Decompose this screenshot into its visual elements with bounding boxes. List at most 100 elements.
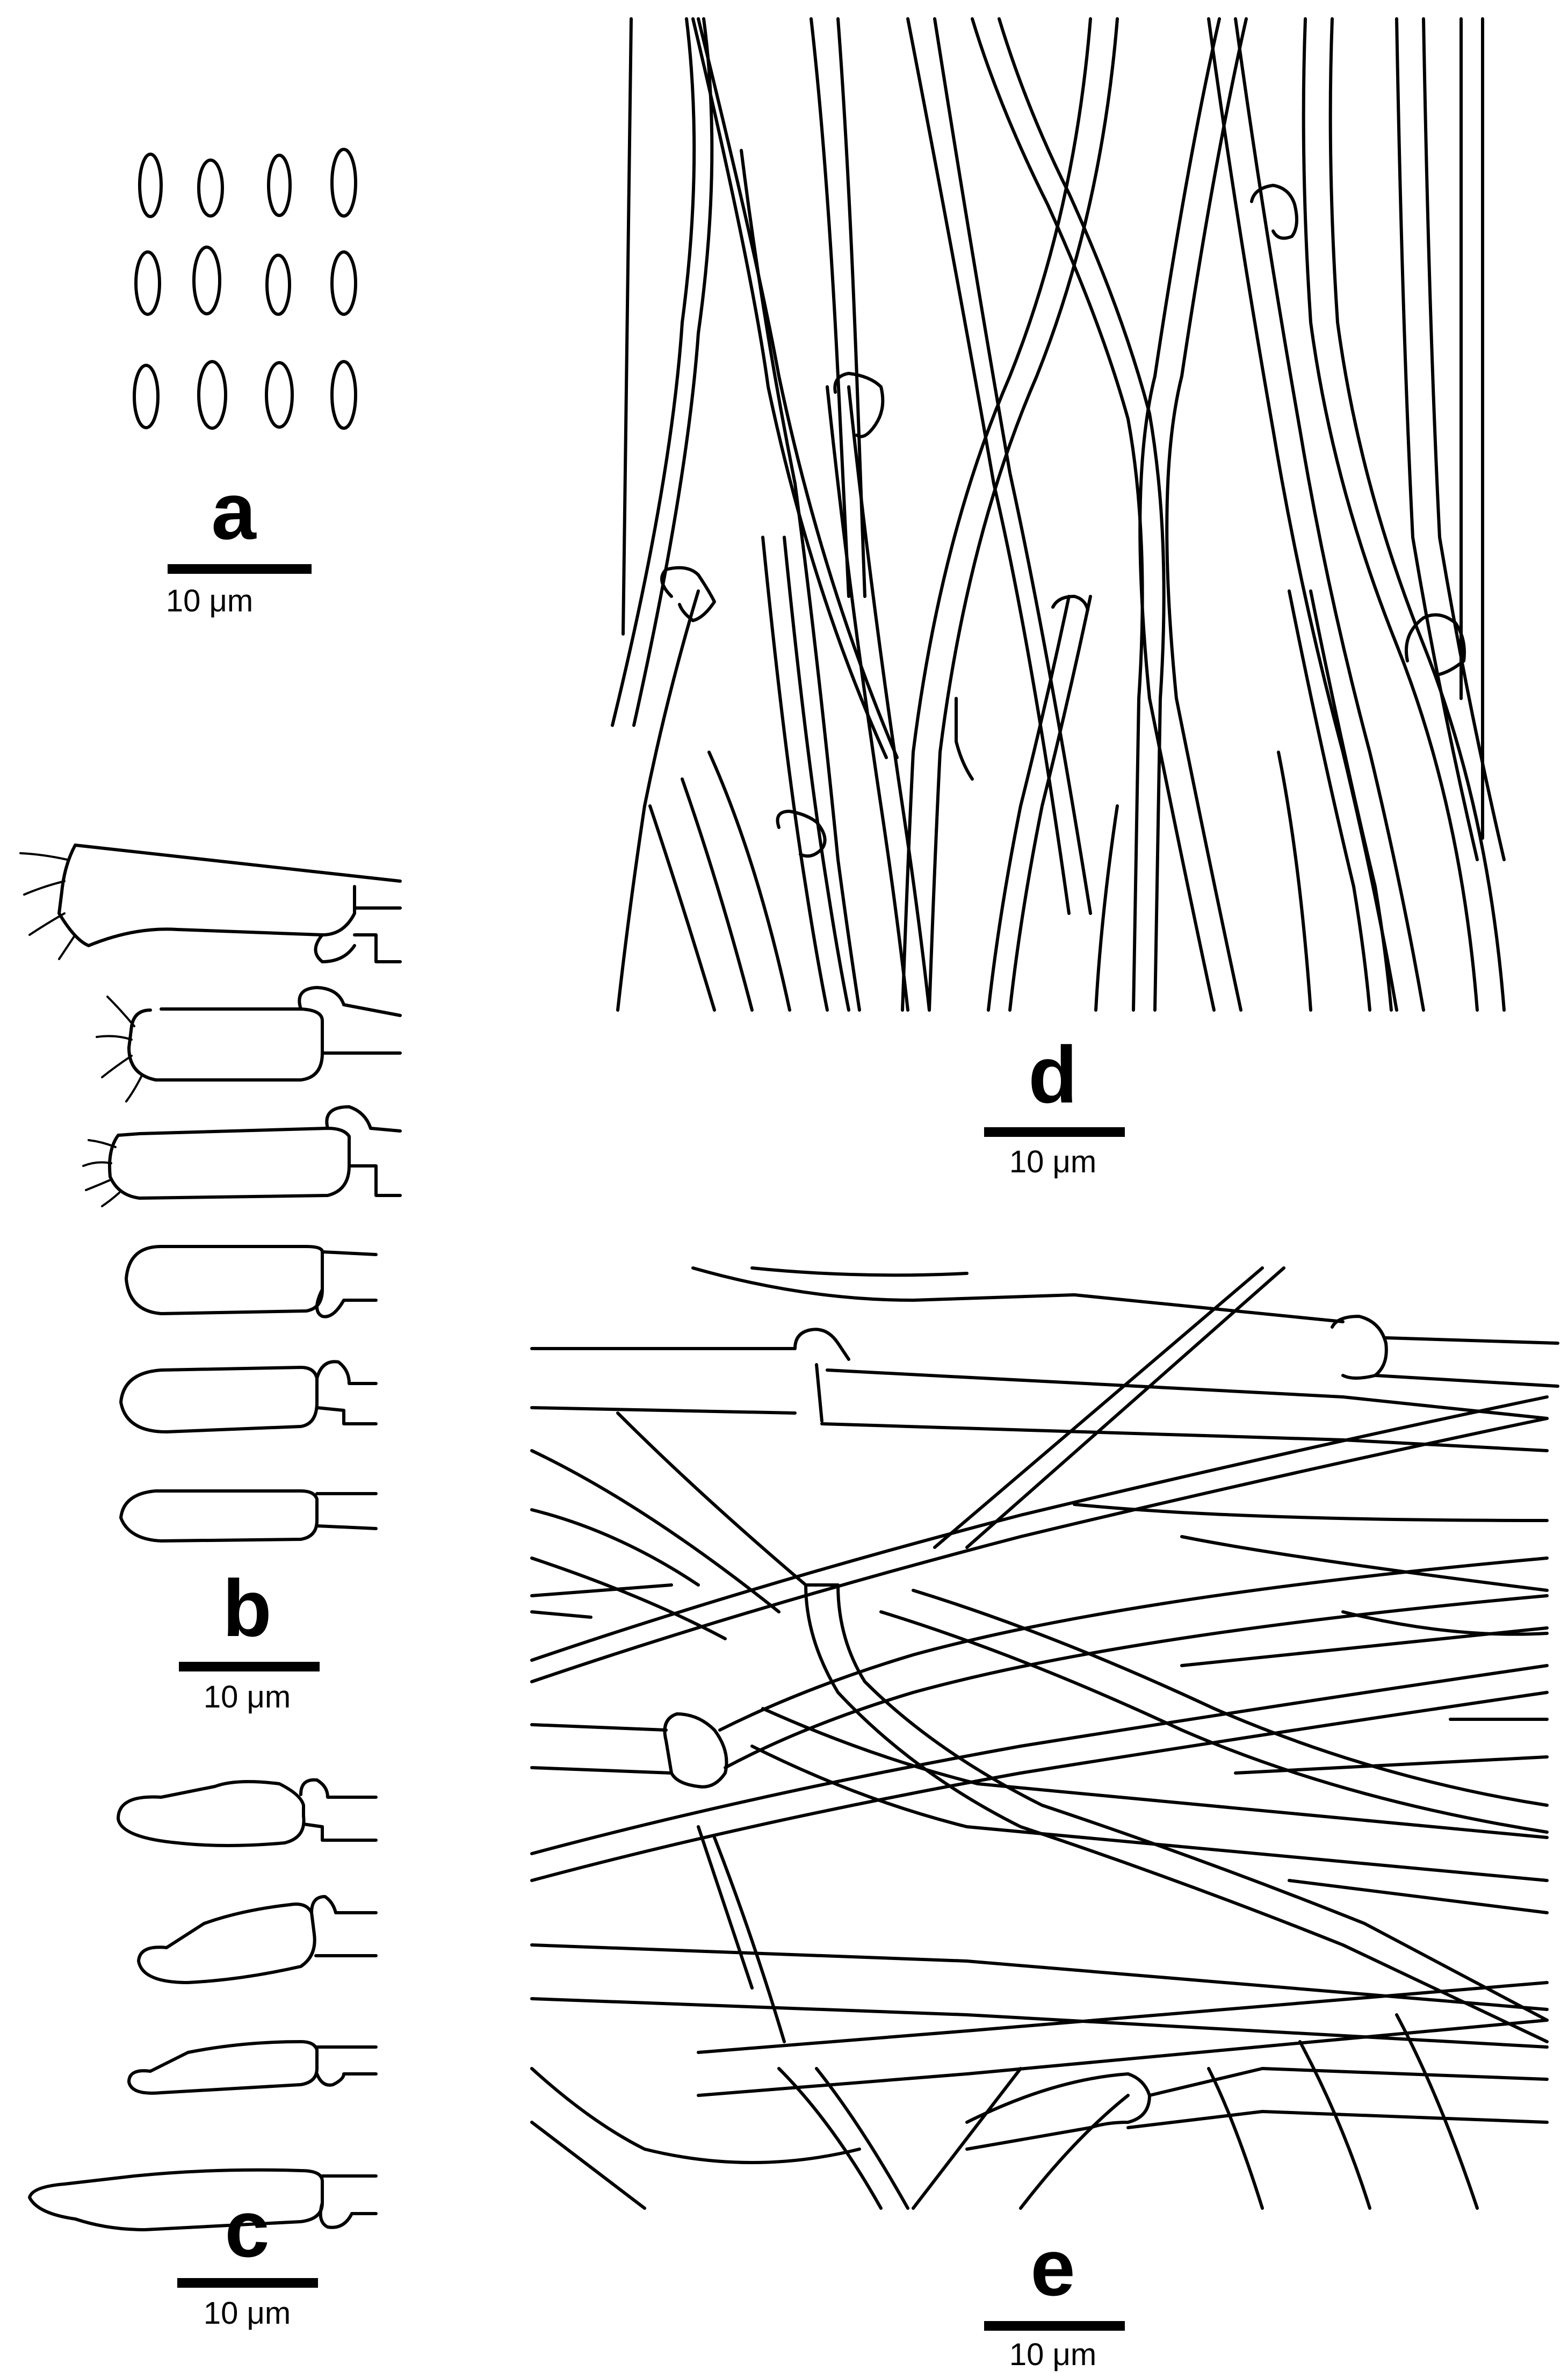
hypha bbox=[1165, 17, 1248, 1012]
hypha bbox=[1384, 1336, 1559, 1345]
hypha bbox=[1207, 17, 1398, 1012]
basidiole bbox=[125, 1245, 324, 1315]
spore bbox=[192, 246, 221, 315]
panel-label-b: b bbox=[222, 1563, 272, 1653]
panel-b-basidia: b 10 μm bbox=[19, 844, 402, 1714]
hypha bbox=[1341, 1610, 1549, 1636]
clamp-connection bbox=[660, 566, 716, 622]
cystidiole bbox=[28, 2168, 324, 2231]
hypha bbox=[530, 1766, 673, 1775]
hypha bbox=[750, 1266, 969, 1277]
hypha bbox=[761, 1707, 1549, 1839]
scale-label-e: 10 μm bbox=[1009, 2337, 1096, 2372]
hypha bbox=[815, 2067, 909, 2210]
clamp-connection bbox=[776, 810, 827, 858]
hypha bbox=[1309, 589, 1393, 1012]
hypha bbox=[750, 1745, 1549, 1882]
hypha bbox=[1234, 17, 1425, 1012]
hypha bbox=[1298, 2040, 1371, 2210]
spore bbox=[330, 360, 357, 430]
spore bbox=[267, 154, 292, 217]
hypha bbox=[530, 1997, 1549, 2049]
hypha bbox=[530, 1328, 850, 1361]
basidiole bbox=[119, 1366, 319, 1433]
panel-d-subicular-hyphae: d 10 μm bbox=[611, 17, 1506, 1179]
hypha bbox=[530, 1406, 797, 1415]
hypha bbox=[777, 2067, 883, 2210]
cystidiole bbox=[127, 2040, 319, 2095]
spore bbox=[265, 361, 294, 429]
spore bbox=[134, 250, 161, 316]
hypha bbox=[1019, 2094, 1130, 2210]
scale-label-d: 10 μm bbox=[1009, 1144, 1096, 1179]
hypha bbox=[530, 1691, 1549, 1882]
hypha bbox=[1288, 589, 1371, 1012]
cystidiole bbox=[117, 1780, 306, 1847]
basidium bbox=[127, 1007, 324, 1082]
scale-bar-c bbox=[177, 2278, 318, 2288]
hypha bbox=[1148, 2067, 1549, 2097]
spore bbox=[197, 158, 224, 218]
hypha bbox=[697, 2019, 1549, 2097]
sterigma bbox=[96, 996, 143, 1102]
hypha bbox=[530, 1508, 700, 1587]
hypha bbox=[530, 1583, 673, 1597]
hypha bbox=[648, 804, 716, 1012]
scale-label-c: 10 μm bbox=[204, 2296, 291, 2331]
scale-bar-a bbox=[168, 564, 312, 574]
hypha bbox=[697, 1825, 754, 1990]
scale-label-b: 10 μm bbox=[204, 1680, 291, 1714]
clamp-connection bbox=[1051, 595, 1089, 611]
hypha bbox=[1094, 804, 1119, 1012]
hypha bbox=[1008, 595, 1092, 1012]
hypha bbox=[530, 1395, 1549, 1662]
hypha bbox=[1328, 17, 1506, 1012]
cystidiole bbox=[137, 1903, 316, 1984]
panel-e-subicular-hyphae: e 10 μm bbox=[530, 1266, 1559, 2372]
panel-label-c: c bbox=[225, 2184, 269, 2274]
branch bbox=[955, 697, 974, 781]
panel-label-e: e bbox=[1030, 2222, 1075, 2312]
basidiole bbox=[119, 1489, 319, 1543]
scale-bar-d bbox=[984, 1127, 1125, 1137]
scale-label-a: 10 μm bbox=[166, 583, 253, 618]
hypha bbox=[691, 1266, 1345, 1323]
spore bbox=[265, 254, 291, 316]
hypha bbox=[530, 2067, 861, 2164]
hypha bbox=[530, 1723, 668, 1732]
hypha bbox=[530, 1943, 1549, 2011]
hypha bbox=[691, 17, 888, 759]
spore bbox=[330, 250, 357, 316]
hypha bbox=[933, 17, 1092, 915]
hypha bbox=[965, 2072, 1151, 2151]
panel-label-d: d bbox=[1028, 1029, 1078, 1120]
hypha bbox=[622, 17, 633, 636]
hypha bbox=[1288, 1879, 1549, 1914]
hypha bbox=[718, 1556, 1549, 1732]
hypha bbox=[815, 1363, 823, 1423]
spore bbox=[330, 148, 357, 218]
hypha bbox=[810, 17, 850, 598]
hypha bbox=[616, 1411, 840, 1587]
hypha bbox=[826, 1368, 1549, 1420]
hypha bbox=[1331, 1315, 1388, 1380]
hypha bbox=[1126, 2110, 1549, 2129]
hypha bbox=[530, 1449, 781, 1613]
hypha bbox=[965, 1266, 1285, 1549]
hypha bbox=[530, 2121, 646, 2210]
hypha bbox=[836, 1583, 1549, 2022]
hypha bbox=[530, 1556, 727, 1640]
hypha bbox=[1422, 17, 1506, 861]
hypha bbox=[681, 777, 754, 1012]
hypha bbox=[912, 2067, 1022, 2210]
hypha bbox=[820, 1422, 1549, 1452]
panel-c-cystidioles: c 10 μm bbox=[28, 1778, 378, 2331]
panel-a-basidiospores: a 10 μm bbox=[133, 148, 357, 618]
hypha bbox=[879, 1610, 1549, 1834]
hypha bbox=[987, 595, 1071, 1012]
hypha bbox=[1395, 2013, 1479, 2210]
hypha bbox=[697, 1981, 1549, 2054]
hypha bbox=[1138, 17, 1221, 1012]
spore bbox=[133, 364, 160, 429]
